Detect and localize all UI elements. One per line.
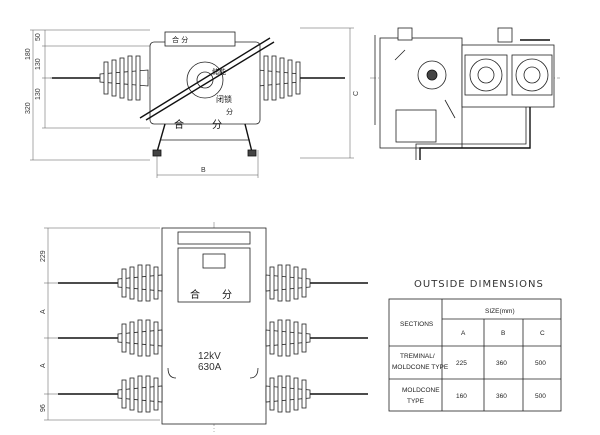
table-row-label-line2: TYPE	[407, 398, 425, 405]
table-row-label-line2: MOLDCONE TYPE	[392, 364, 449, 371]
side-cable-pipe-inner	[415, 107, 527, 160]
front-dim-180: 180	[25, 48, 32, 60]
front-dim-320: 320	[25, 102, 32, 114]
side-bushing-2-inner	[523, 66, 541, 84]
top-lift-hook-left	[167, 367, 177, 379]
front-left-foot	[152, 149, 162, 157]
dimensions-table: OUTSIDE DIMENSIONS SECTIONS SIZE(mm) A B…	[388, 279, 562, 412]
front-dim-130-upper: 130	[35, 58, 42, 70]
top-dim-96: 96	[40, 404, 47, 412]
top-flange	[177, 231, 251, 245]
top-dim-a-upper: A	[40, 309, 47, 314]
side-bushing-flange-2	[511, 54, 553, 96]
table-col-c: C	[540, 330, 545, 337]
side-view	[370, 27, 560, 160]
top-bushing-left-1	[58, 264, 163, 302]
side-lower-mechanism	[395, 109, 437, 143]
table-cell-b: 360	[496, 393, 507, 400]
table-row-label-line1: MOLDCONE	[402, 387, 440, 394]
side-cable-pipe	[419, 107, 531, 160]
front-right-bushing	[257, 55, 345, 101]
front-operating-rod	[139, 37, 271, 119]
top-indicator-close: 合	[190, 288, 200, 301]
top-rating-voltage: 12kV	[198, 351, 221, 362]
table-row-label-line1: TREMINAL/	[400, 353, 435, 360]
front-indicator-lock: 闭锁	[216, 94, 232, 104]
front-dim-c: C	[353, 91, 360, 96]
front-indicator-close: 合	[174, 118, 184, 131]
front-operating-rod	[145, 41, 275, 121]
side-bushing-1-outer	[469, 58, 503, 92]
front-mechanism-hub	[196, 71, 214, 89]
front-top-flange	[164, 31, 236, 47]
table-header-size: SIZE(mm)	[485, 308, 515, 315]
top-bushing-left-3	[58, 375, 163, 413]
top-view: 229 A A 96 合 分 12kV 630A	[40, 222, 368, 432]
side-linkage	[444, 99, 456, 119]
front-indicator-open: 分	[212, 119, 222, 131]
table-cell-a: 225	[456, 360, 467, 367]
front-right-foot	[247, 149, 257, 157]
table-cell-c: 500	[535, 393, 546, 400]
top-link-block	[202, 253, 226, 269]
top-dim-a-lower: A	[40, 363, 47, 368]
front-plate-top-label: 合 分	[172, 35, 188, 44]
front-right-leg	[244, 123, 253, 153]
top-bushing-right-3	[265, 375, 368, 413]
table-title: OUTSIDE DIMENSIONS	[414, 279, 544, 290]
side-bushing-flange-1	[464, 54, 508, 96]
top-indicator-open: 分	[222, 289, 232, 301]
table-cell-b: 360	[496, 360, 507, 367]
front-indicator-energy: 储能	[212, 67, 226, 76]
top-bushing-left-2	[58, 319, 163, 357]
side-lever	[394, 49, 406, 61]
front-left-bushing	[52, 55, 149, 101]
front-dim-130-lower: 130	[35, 88, 42, 100]
front-dim-b: B	[201, 167, 206, 174]
top-bushing-right-2	[265, 319, 368, 357]
table-border	[388, 298, 562, 412]
top-rating-current: 630A	[198, 362, 222, 373]
front-left-leg	[156, 123, 166, 153]
table-header-sections: SECTIONS	[400, 321, 434, 328]
top-dim-229: 229	[40, 250, 47, 262]
table-cell-a: 160	[456, 393, 467, 400]
table-cell-c: 500	[535, 360, 546, 367]
top-bushing-right-1	[265, 264, 368, 302]
top-lift-hook-right	[249, 367, 259, 379]
side-handle-bracket	[497, 27, 513, 43]
front-dim-50: 50	[35, 33, 42, 41]
side-spring-hub	[426, 69, 438, 81]
front-side-plate-label: 分	[226, 107, 233, 116]
side-top-bracket	[397, 27, 413, 41]
front-view: 50 180 130 130 320 C B	[25, 27, 360, 178]
table-col-a: A	[461, 330, 466, 337]
side-bushing-2-outer	[515, 58, 549, 92]
table-col-b: B	[501, 330, 505, 337]
side-bushing-1-inner	[477, 66, 495, 84]
